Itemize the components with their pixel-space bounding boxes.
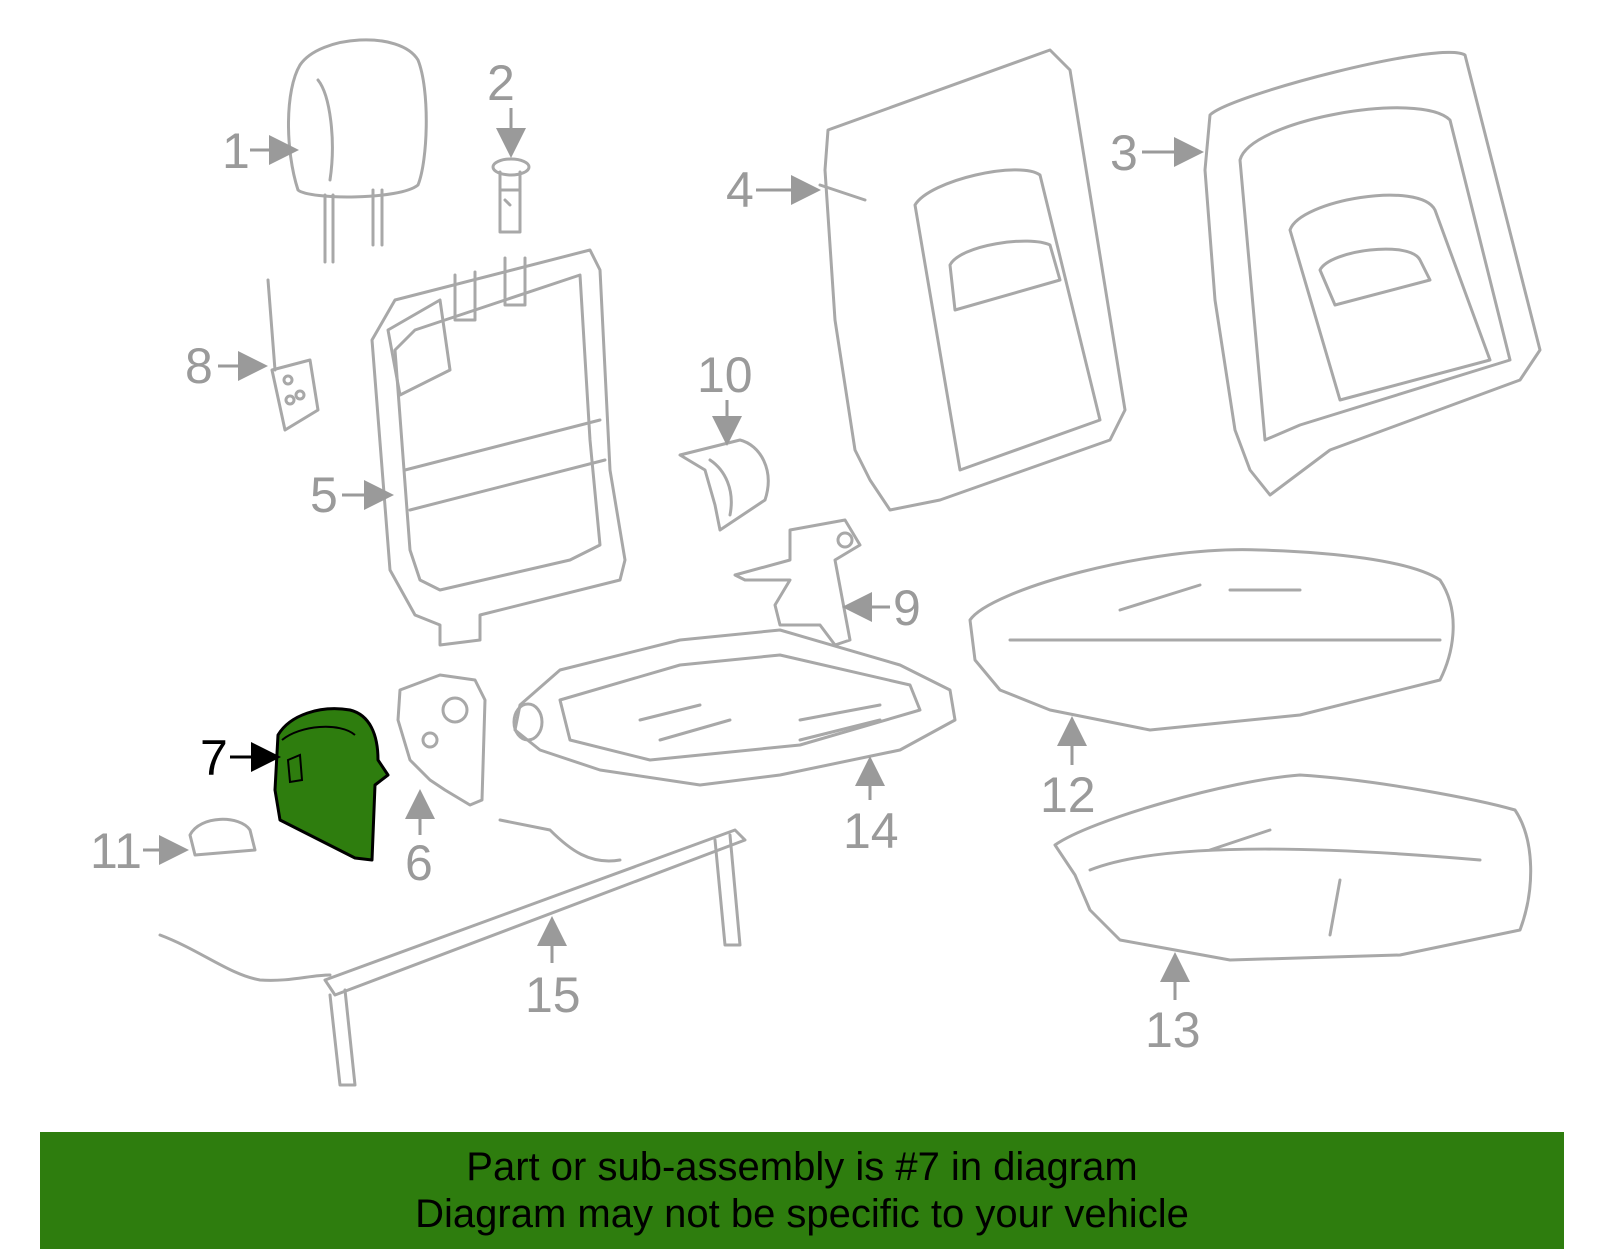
part-7-cover-highlighted[interactable] (273, 707, 390, 862)
label-2: 2 (487, 55, 515, 111)
label-10: 10 (697, 347, 753, 403)
part-5-frame[interactable] (370, 248, 627, 647)
label-5: 5 (310, 467, 338, 523)
banner-line-2: Diagram may not be specific to your vehi… (415, 1191, 1189, 1236)
label-15: 15 (525, 967, 581, 1023)
banner-line-1: Part or sub-assembly is #7 in diagram (466, 1144, 1138, 1189)
part-14-cushion-frame[interactable] (512, 628, 957, 787)
part-2-guide[interactable] (491, 157, 531, 234)
part-10-trim[interactable] (678, 438, 770, 532)
part-13-cushion-cover[interactable] (1053, 773, 1533, 962)
label-9: 9 (893, 580, 921, 636)
callouts: 1 2 3 4 5 6 7 8 9 10 11 12 13 14 15 (90, 55, 1204, 1058)
label-11: 11 (90, 823, 142, 879)
label-12: 12 (1040, 767, 1096, 823)
label-3: 3 (1110, 125, 1138, 181)
label-14: 14 (843, 803, 899, 859)
label-1: 1 (222, 123, 250, 179)
label-7: 7 (200, 730, 228, 786)
part-15-base-frame[interactable] (158, 818, 747, 1087)
label-6: 6 (405, 835, 433, 891)
part-9-hinge[interactable] (733, 518, 862, 647)
label-4: 4 (726, 162, 754, 218)
part-8-bracket[interactable] (266, 278, 320, 432)
part-3-cover[interactable] (1203, 50, 1542, 497)
info-banner: Part or sub-assembly is #7 in diagram Di… (40, 1132, 1564, 1249)
part-4-foam[interactable] (818, 48, 1127, 512)
part-6-latch[interactable] (396, 673, 487, 807)
part-12-cushion[interactable] (968, 548, 1455, 732)
part-1-headrest[interactable] (287, 38, 428, 264)
label-13: 13 (1145, 1002, 1201, 1058)
label-8: 8 (185, 338, 213, 394)
part-11-cap[interactable] (188, 817, 257, 857)
